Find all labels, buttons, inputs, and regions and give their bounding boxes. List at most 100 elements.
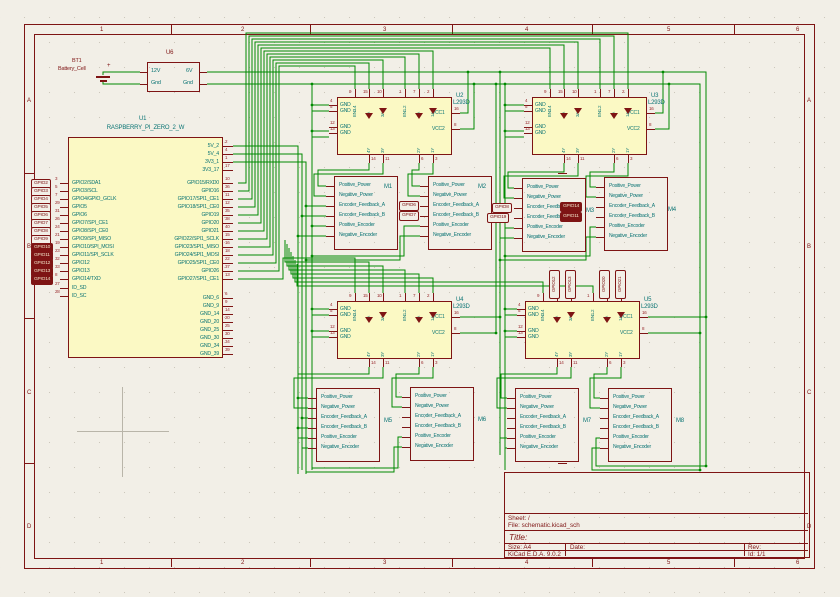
pin-stub	[402, 427, 410, 428]
buffer-triangle	[415, 113, 423, 119]
title-block-line	[744, 543, 745, 556]
driver-pin-name: 1Y	[430, 147, 435, 153]
net-label-gpio14[interactable]: GPIO14	[560, 202, 583, 212]
driver-symbol-u3[interactable]	[532, 97, 647, 155]
motor-pin-name: Encoder_Feedback_B	[321, 424, 367, 431]
pin-stub	[514, 198, 522, 199]
title-block-size[interactable]: Size: A4	[508, 543, 532, 551]
pin-number: 9	[225, 299, 228, 304]
motor-block-m5[interactable]	[316, 388, 380, 462]
motor-pin-name: Encoder_Feedback_B	[527, 214, 573, 221]
pin-number: 1	[587, 293, 590, 298]
driver-symbol-u4[interactable]	[337, 301, 452, 359]
net-label-gpio14[interactable]: GPIO14	[31, 274, 54, 285]
battery-value[interactable]: Battery_Cell	[58, 66, 86, 72]
converter-symbol[interactable]	[147, 62, 200, 92]
rpi-pin-name: GPIO3/SCL	[72, 187, 98, 194]
motor-pin-name: Encoder_Feedback_B	[339, 212, 385, 219]
rpi-pin-name: GND_9	[202, 302, 220, 309]
driver-ref[interactable]: U2	[456, 93, 464, 99]
pin-stub	[596, 237, 604, 238]
motor-ref[interactable]: M4	[668, 207, 676, 213]
battery-ref[interactable]: BT1	[72, 58, 82, 64]
pin-number: 6	[609, 360, 612, 365]
pin-stub	[223, 314, 233, 315]
pin-number: 28	[55, 289, 60, 294]
pin-stub	[223, 191, 233, 192]
motor-block-m6[interactable]	[410, 387, 474, 461]
pin-stub	[420, 206, 428, 207]
pin-number: 19	[55, 240, 60, 245]
title-block-sheet[interactable]: Sheet: /	[508, 515, 530, 522]
buffer-triangle	[603, 317, 611, 323]
pin-stub	[308, 418, 316, 419]
frame-row-label: B	[807, 244, 812, 250]
net-label-gpio13[interactable]: GPIO13	[565, 270, 576, 299]
motor-ref[interactable]: M5	[384, 418, 392, 424]
title-block-id: Id: 1/1	[748, 550, 766, 558]
motor-pin-name: Negative_Encoder	[321, 444, 359, 451]
net-label-gpio11[interactable]: GPIO11	[560, 212, 582, 222]
pin-number: 7	[608, 89, 611, 94]
motor-block-m8[interactable]	[608, 388, 672, 462]
rpi-pin-name: 3V3_17	[202, 166, 219, 173]
title-block-rev[interactable]: Rev:	[748, 543, 761, 551]
motor-block-m7[interactable]	[515, 388, 579, 462]
pin-stub	[223, 154, 233, 155]
rpi-pin-name: GPIO13	[72, 267, 90, 274]
rpi-pin-name: GPIO16	[201, 187, 219, 194]
net-label-gpio12[interactable]: GPIO12	[549, 270, 560, 299]
pin-stub	[600, 418, 608, 419]
driver-pin-name: GND	[340, 333, 351, 340]
driver-ref[interactable]: U5	[644, 297, 652, 303]
motor-ref[interactable]: M2	[478, 184, 486, 190]
frame-tick	[558, 173, 567, 174]
rpi-value[interactable]: RASPBERRY_PI_ZERO_2_W	[106, 125, 185, 131]
net-label-gpio7[interactable]: GPIO7	[399, 211, 419, 221]
motor-ref[interactable]: M3	[586, 208, 594, 214]
driver-symbol-u2[interactable]	[337, 97, 452, 155]
pin-number: 13	[330, 126, 335, 131]
motor-ref[interactable]: M1	[384, 184, 392, 190]
rpi-ref[interactable]: U1	[139, 116, 147, 122]
pin-number: 9	[544, 89, 547, 94]
net-label-gpio19[interactable]: GPIO19	[487, 213, 510, 223]
driver-pin-name: VCC2	[620, 329, 633, 336]
pin-stub	[596, 217, 604, 218]
title-block-title[interactable]: Title:	[509, 532, 528, 542]
net-label-gpio8[interactable]: GPIO8	[492, 203, 512, 213]
rpi-pin-name: GPIO21	[201, 227, 219, 234]
pin-number: 16	[642, 310, 647, 315]
net-label-gpio21[interactable]: GPIO21	[615, 270, 626, 299]
net-label-gpio6[interactable]: GPIO6	[399, 201, 419, 211]
motor-block-m4[interactable]	[604, 177, 668, 251]
frame-column-label: 3	[383, 26, 387, 33]
title-block-file[interactable]: File: schematic.kicad_sch	[508, 522, 580, 529]
motor-ref[interactable]: M7	[583, 418, 591, 424]
pin-number: 3	[435, 360, 438, 365]
title-block[interactable]	[504, 472, 810, 558]
pin-stub	[383, 359, 384, 367]
driver-ref[interactable]: U4	[456, 297, 464, 303]
pin-number: 16	[649, 106, 654, 111]
driver-pin-name: VCC1	[432, 313, 445, 320]
pin-stub	[564, 155, 565, 163]
motor-ref[interactable]: M6	[478, 417, 486, 423]
converter-ref[interactable]: U6	[166, 50, 174, 56]
title-block-date[interactable]: Date:	[570, 543, 586, 551]
motor-block-m1[interactable]	[334, 176, 398, 250]
driver-symbol-u5[interactable]	[525, 301, 640, 359]
driver-ref[interactable]: U3	[651, 93, 659, 99]
title-block-line	[504, 550, 808, 551]
motor-pin-name: Negative_Power	[527, 194, 561, 201]
pin-number: 3	[630, 156, 633, 161]
pin-number: 8	[454, 326, 457, 331]
pin-stub	[452, 317, 460, 318]
motor-block-m3[interactable]	[522, 178, 586, 252]
driver-pin-name: EN1.2	[597, 105, 602, 117]
net-label-gpio20[interactable]: GPIO20	[599, 270, 610, 299]
motor-pin-name: Encoder_Feedback_A	[321, 414, 367, 421]
rpi-symbol[interactable]	[68, 137, 223, 358]
motor-ref[interactable]: M8	[676, 418, 684, 424]
